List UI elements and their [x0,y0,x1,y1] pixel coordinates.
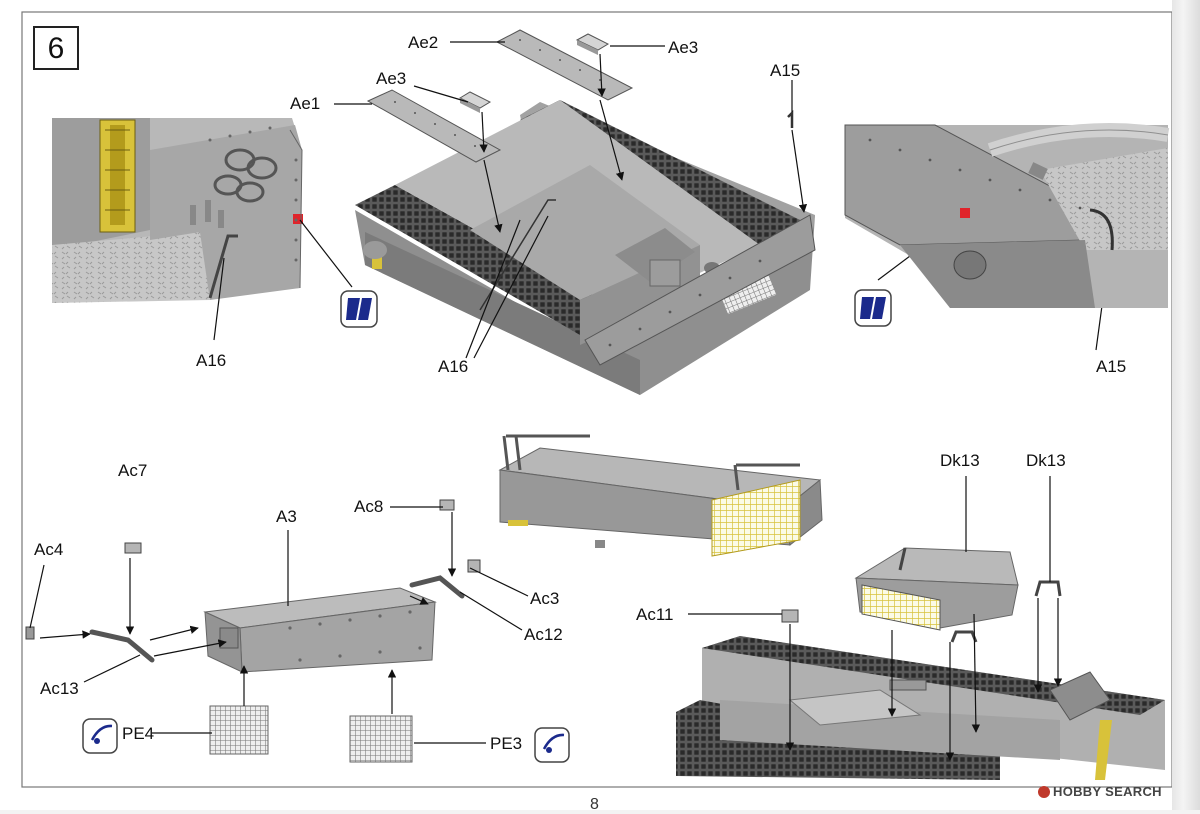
label-ac8: Ac8 [354,497,384,516]
photo-etch-bend-icon [82,718,118,754]
part-ac12 [409,575,465,599]
paint-marker-right [960,208,970,218]
hull-main-view [355,100,816,395]
label-a16-left: A16 [196,351,227,370]
paint-marker-icon [340,290,378,328]
part-dk13-left-bar [950,630,978,643]
paint-marker-left [293,214,303,224]
watermark-logo-icon [1038,786,1050,798]
label-dk13-left: Dk13 [940,451,980,470]
label-ac3: Ac3 [530,589,560,608]
part-ac13 [89,629,155,663]
watermark-text: HOBBY SEARCH [1053,784,1162,799]
detail-view-right [844,123,1170,308]
part-a15-top [787,109,794,128]
part-ae3-left [458,91,492,113]
label-ae3-top: Ae3 [668,38,699,57]
label-a15-right: A15 [1096,357,1127,376]
part-ae3-top [575,33,610,55]
part-ae2 [495,29,634,101]
part-a3-box [203,587,437,673]
step-number-box: 6 [33,26,79,70]
part-ac4 [25,626,35,640]
detail-view-left [52,118,353,341]
leader-lines-bottom-right [688,476,1051,615]
page-border [21,11,1172,788]
label-ac4: Ac4 [34,540,64,559]
watermark: HOBBY SEARCH [1038,784,1162,799]
part-ac8 [439,499,455,511]
page-number: 8 [590,796,599,813]
label-pe4: PE4 [122,724,155,743]
label-ac11: Ac11 [636,605,674,624]
arrows-top [479,53,808,233]
part-dk13-right [1034,580,1062,597]
part-ae1 [366,89,502,163]
arrows-bottom-left [39,512,457,714]
step-number: 6 [47,32,65,65]
assembly-drawing [21,11,1172,788]
label-ae1: Ae1 [290,94,321,113]
label-ae2: Ae2 [408,33,439,52]
label-ac13: Ac13 [40,679,79,698]
part-ac11 [781,609,799,623]
small-box-dk [854,547,1019,631]
page-spine [1172,0,1200,810]
hull-fender-view [676,636,1165,780]
label-ae3-left: Ae3 [376,69,407,88]
assembled-storage-box [498,434,823,557]
label-pe3: PE3 [490,734,523,753]
part-pe3 [349,715,413,763]
label-a16-center: A16 [438,357,469,376]
label-a15-top: A15 [770,61,801,80]
leader-lines-bottom-left [29,506,529,744]
part-ac7 [124,542,142,554]
label-a3: A3 [276,507,297,526]
paint-marker-icon-right [854,289,892,327]
arrows-bottom-right [785,598,1063,761]
label-dk13-right: Dk13 [1026,451,1066,470]
label-ac12: Ac12 [524,625,563,644]
part-pe4 [209,705,269,755]
label-ac7: Ac7 [118,461,148,480]
photo-etch-bend-icon-right [534,727,570,763]
